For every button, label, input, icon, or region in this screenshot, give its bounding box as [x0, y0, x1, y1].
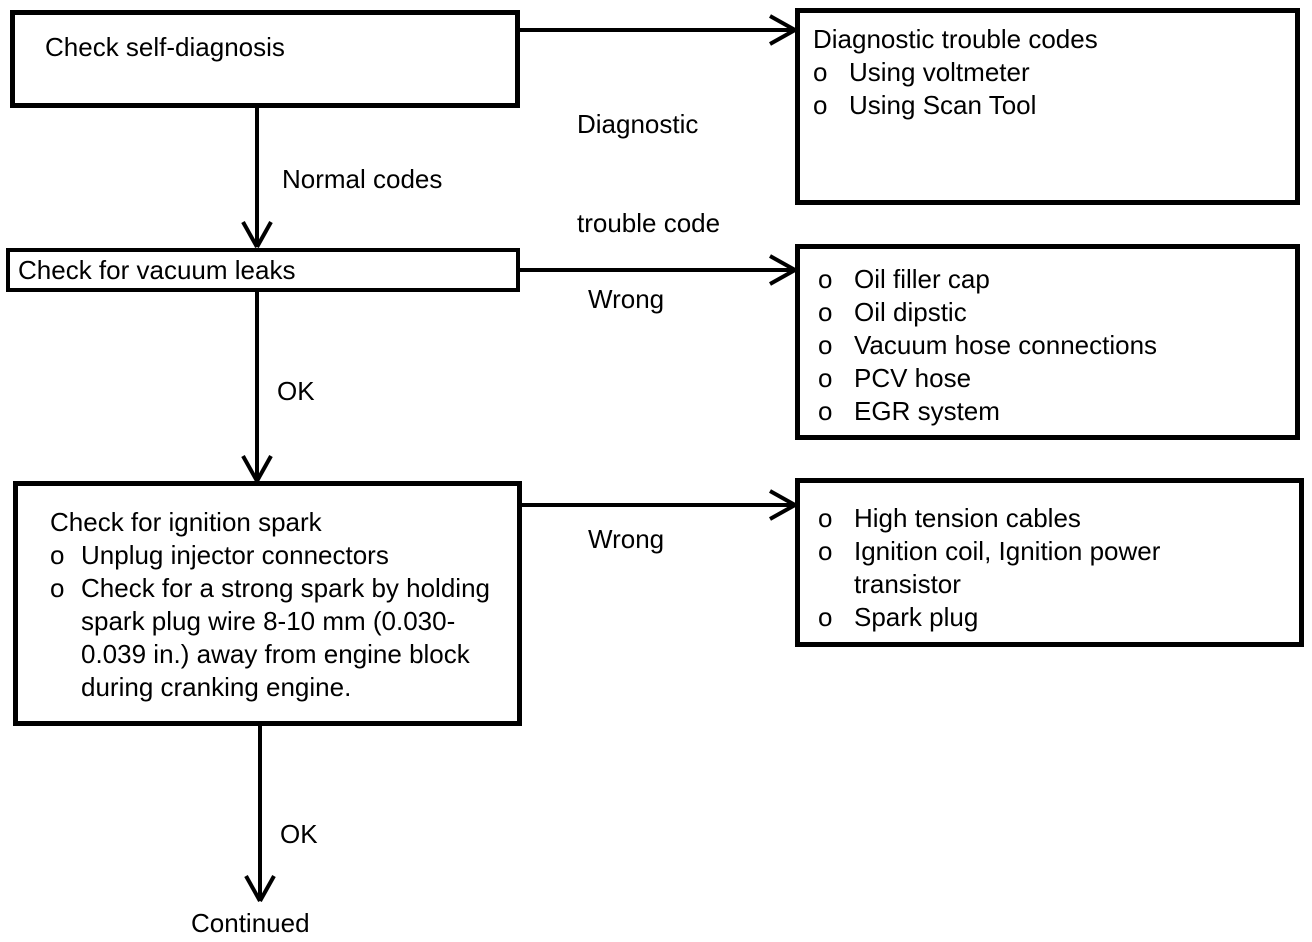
bullet-marker: o — [818, 503, 833, 533]
box-check-vacuum-leaks: Check for vacuum leaks — [6, 248, 520, 292]
box-title-check-self-diagnosis: Check self-diagnosis — [45, 32, 285, 62]
bullet-marker: o — [818, 330, 833, 360]
box-title-check-vacuum-leaks: Check for vacuum leaks — [18, 255, 296, 285]
bullet-marker: o — [818, 264, 833, 294]
bullet-text: Spark plug — [854, 602, 979, 632]
edge-label-line: trouble code — [577, 208, 721, 238]
bullet-marker: o — [818, 396, 833, 426]
bullet-text: Using Scan Tool — [849, 90, 1037, 120]
bullet-text: PCV hose — [854, 363, 972, 393]
bullet-text: Oil filler cap — [854, 264, 990, 294]
bullet-marker: o — [813, 57, 828, 87]
box-diagnostic-trouble-codes: Diagnostic trouble codes o Using voltmet… — [795, 8, 1300, 205]
bullet-text: Using voltmeter — [849, 57, 1030, 87]
arrow-ignition-spark-to-sources — [522, 489, 796, 521]
list-item: o Ignition coil, Ignition power transist… — [818, 535, 1291, 601]
bullet-text: Oil dipstic — [854, 297, 967, 327]
arrow-ignition-spark-to-continued — [244, 726, 276, 902]
bullet-marker: o — [818, 536, 833, 566]
arrow-self-diagnosis-to-vacuum-leaks — [241, 108, 273, 248]
list-item: o EGR system — [818, 395, 1287, 428]
box-check-ignition-spark: Check for ignition spark o Unplug inject… — [13, 481, 522, 726]
terminal-continued: Continued — [191, 908, 310, 938]
bullet-text: Check for a strong spark by holding spar… — [81, 573, 490, 702]
bullet-marker: o — [50, 573, 65, 603]
list-item: o Unplug injector connectors — [50, 539, 509, 572]
edge-label-ok-spark: OK — [280, 819, 318, 849]
edge-label-normal-codes: Normal codes — [282, 164, 443, 194]
bullet-marker: o — [818, 297, 833, 327]
arrow-vacuum-leaks-to-sources — [520, 254, 796, 286]
list-item: o Using voltmeter — [813, 56, 1287, 89]
box-ignition-spark-sources: o High tension cables o Ignition coil, I… — [795, 478, 1304, 647]
bullet-text: Vacuum hose connections — [854, 330, 1158, 360]
list-item: o Check for a strong spark by holding sp… — [50, 572, 509, 704]
list-item: o Vacuum hose connections — [818, 329, 1287, 362]
box-title-diagnostic-trouble-codes: Diagnostic trouble codes — [813, 24, 1098, 54]
bullet-text: High tension cables — [854, 503, 1081, 533]
box-title-check-ignition-spark: Check for ignition spark — [50, 507, 322, 537]
box-vacuum-leak-sources: o Oil filler cap o Oil dipstic o Vacuum … — [795, 244, 1300, 440]
edge-label-wrong-vacuum: Wrong — [588, 284, 665, 314]
list-item: o Oil dipstic — [818, 296, 1287, 329]
list-item: o PCV hose — [818, 362, 1287, 395]
box-check-self-diagnosis: Check self-diagnosis — [10, 10, 520, 108]
arrow-self-diagnosis-to-trouble-codes — [520, 14, 796, 46]
edge-label-ok-vacuum: OK — [277, 376, 315, 406]
list-item: o High tension cables — [818, 502, 1291, 535]
bullet-text: EGR system — [854, 396, 1000, 426]
bullet-marker: o — [818, 363, 833, 393]
list-item: o Using Scan Tool — [813, 89, 1287, 122]
bullet-text: Ignition coil, Ignition power transistor — [854, 536, 1161, 599]
bullet-marker: o — [813, 90, 828, 120]
edge-label-wrong-spark: Wrong — [588, 524, 665, 554]
arrow-vacuum-leaks-to-ignition-spark — [241, 292, 273, 482]
bullet-marker: o — [50, 540, 65, 570]
bullet-text: Unplug injector connectors — [81, 540, 389, 570]
list-item: o Spark plug — [818, 601, 1291, 634]
edge-label-diagnostic-trouble-code: Diagnostic trouble code — [577, 42, 720, 306]
edge-label-line: Diagnostic — [577, 109, 699, 139]
list-item: o Oil filler cap — [818, 263, 1287, 296]
bullet-marker: o — [818, 602, 833, 632]
